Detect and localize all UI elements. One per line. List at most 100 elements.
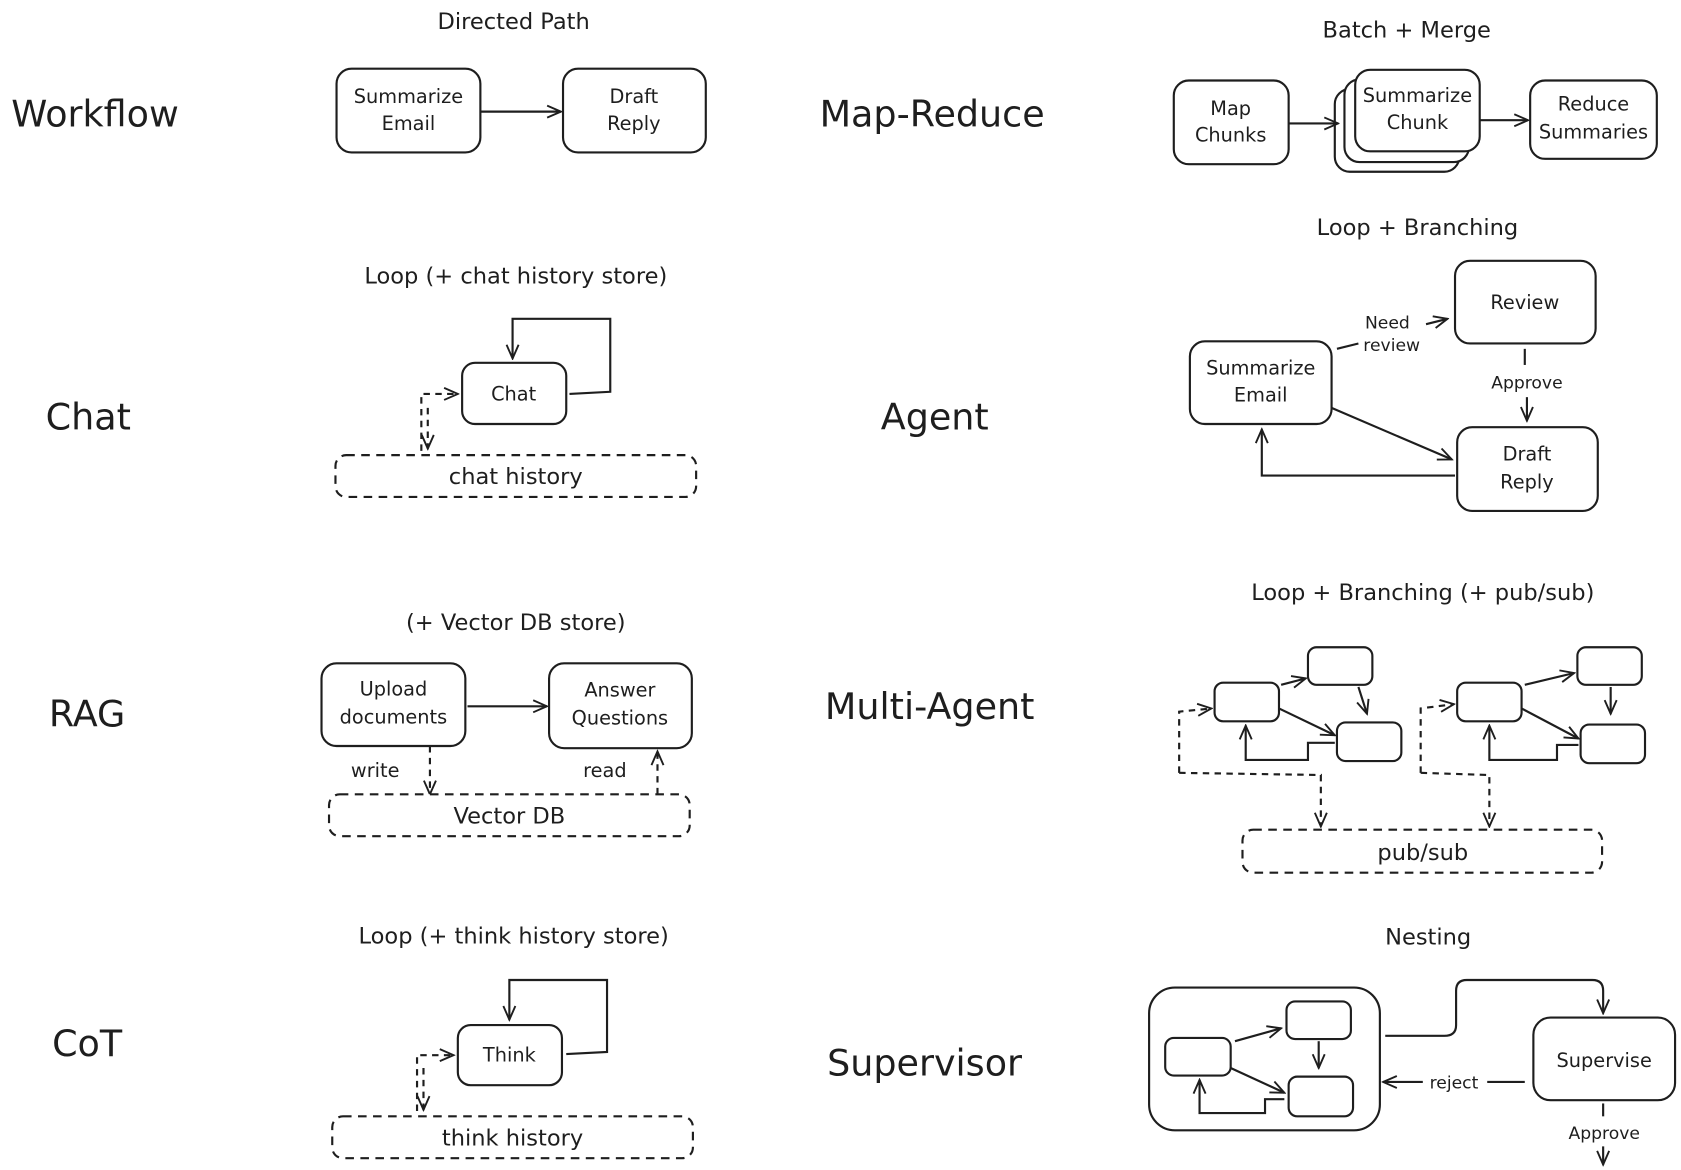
arrow [1230,1067,1285,1093]
arrow [1178,708,1211,773]
arrow [1336,342,1359,350]
node-summarize-chunk [1354,68,1481,153]
node-label: Chunk [1387,111,1449,134]
edge-label-reject: reject [1430,1073,1479,1093]
map-reduce-diagram: Map Chunks Summarize Chunk Reduce Summar… [1172,68,1658,173]
edge-label-approve: Approve [1491,374,1562,394]
title-agent: Loop + Branching [1317,215,1519,241]
arrow [1234,1028,1281,1043]
node-label: Review [1490,291,1559,314]
title-chat: Loop (+ chat history store) [364,263,667,289]
node-box [1285,1000,1352,1041]
label-workflow: Workflow [11,93,179,136]
label-chat: Chat [46,395,131,438]
arrow [1280,678,1306,684]
title-multi-agent: Loop + Branching (+ pub/sub) [1251,580,1594,606]
node-map-chunks [1172,79,1290,166]
label-cot: CoT [52,1022,123,1065]
node-label: documents [340,705,448,728]
edge-label-approve: Approve [1569,1124,1640,1144]
arrow [1246,726,1335,762]
node-chat [461,361,568,426]
node-label: Summaries [1539,120,1648,143]
store-chat-history [334,454,698,499]
node-label: Reduce [1558,93,1629,116]
arrow [1262,429,1456,477]
node-box [1335,721,1403,763]
node-box [1164,1036,1232,1077]
node-label: Email [1234,383,1288,406]
store-vector-db [327,793,691,838]
node-label: Chat [491,382,537,405]
node-label: review [1363,336,1420,356]
node-label: Map [1210,97,1251,120]
node-label: Answer [584,679,655,702]
rag-diagram: Upload documents Answer Questions write … [320,662,693,838]
node-box [1287,1075,1355,1118]
edge-label-need-review: Need [1365,313,1410,333]
node-answer-questions [548,662,693,750]
node-label: Vector DB [453,803,565,829]
node-upload-documents [320,662,467,748]
node-draft-reply [561,67,707,154]
arrow [1521,707,1579,738]
node-box [1306,646,1374,686]
label-rag: RAG [49,693,125,736]
node-summarize-email [1188,340,1333,426]
arrow [1385,978,1603,1037]
node-label: Chunks [1195,124,1266,147]
node-label: Reply [607,112,661,135]
node-label: Draft [1503,442,1552,465]
node-think [456,1024,564,1087]
chat-diagram: Chat chat history [334,317,698,499]
supervisor-diagram: Supervise reject Approve [1148,978,1677,1165]
node-label: Questions [572,707,668,730]
node-label: pub/sub [1377,840,1468,866]
arrow [1278,707,1335,735]
agent-diagram: Summarize Email Review Draft Reply Need … [1188,259,1599,513]
store-think-history [331,1115,694,1160]
arrow [1179,771,1321,827]
arrow [1200,1080,1285,1115]
node-label: Summarize [1363,84,1472,107]
workflow-diagram: Summarize Email Draft Reply [335,67,707,154]
node-box [1579,723,1647,765]
node-label: Email [382,112,436,135]
label-supervisor: Supervisor [827,1042,1022,1085]
title-rag: (+ Vector DB store) [406,610,626,636]
node-reduce-summaries [1529,79,1658,160]
node-label: Draft [610,85,659,108]
node-supervise [1532,1016,1677,1102]
node-draft-reply [1456,426,1599,513]
node-box [1456,681,1523,723]
arrow [509,978,609,1056]
node-label: Summarize [1206,357,1315,380]
arrow [1524,673,1574,686]
title-cot: Loop (+ think history store) [358,924,668,950]
node-label: Reply [1500,470,1554,493]
node-label: chat history [449,464,583,490]
arrow [1419,704,1454,773]
store-pub-sub [1241,828,1604,874]
node-label: Supervise [1557,1049,1652,1072]
arrow [1425,319,1447,324]
label-map-reduce: Map-Reduce [820,93,1045,136]
node-label: Think [482,1044,537,1067]
shape: Directed Path Batch + Merge Loop (+ chat… [358,9,1594,951]
multi-agent-diagram: pub/sub [1178,646,1647,874]
arrow [1331,406,1452,460]
node-box [1213,681,1281,723]
node-label: Summarize [354,85,463,108]
label-agent: Agent [881,395,989,438]
title-nesting: Nesting [1385,925,1471,951]
cot-diagram: Think think history [331,978,694,1160]
label-write: write [351,759,400,782]
label-multi-agent: Multi-Agent [825,685,1035,728]
node-summarize-email [335,67,482,154]
arrow [513,317,612,396]
node-box [1576,646,1643,686]
label-read: read [583,759,627,782]
node-label: Upload [360,678,428,701]
title-directed-path: Directed Path [438,9,590,35]
